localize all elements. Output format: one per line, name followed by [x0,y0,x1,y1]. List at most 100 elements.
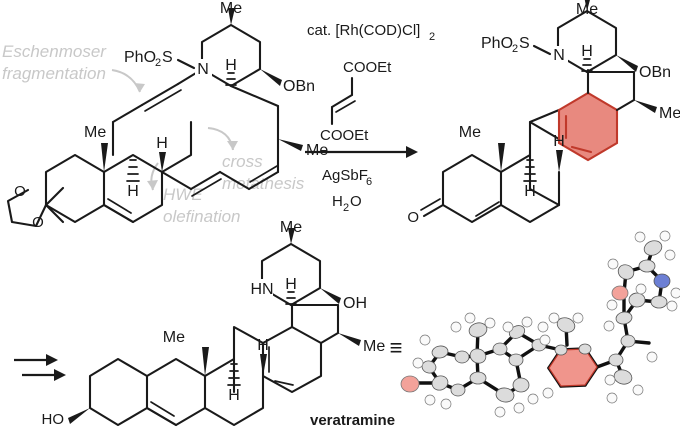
vera-pip-h-label: H [285,276,297,293]
sm-obn-label: OBn [283,78,315,95]
vera-arene [261,303,323,394]
sm-sulfonyl-sub: 2 [155,57,161,69]
product-h-wedge [556,150,563,172]
product-ring-CD [528,108,561,207]
vera-oh-label: OH [343,295,367,312]
sm-nitrogen-label: N [197,61,209,78]
n-label-bg [195,59,212,77]
vera-h-hash [227,363,241,386]
product-pip-h-hash [581,58,593,72]
reaction-arrow [305,146,418,158]
vera-sidechain-me-wedge [338,333,361,346]
solvent-sub: 2 [343,202,349,214]
fumarate-top-label: COOEt [343,59,392,76]
product-sulfonyl-group: PhO 2 S [481,35,552,56]
vera-piperidine [260,242,340,307]
product-methyl-label: Me [459,124,481,141]
multistep-arrow-head-1 [46,354,58,366]
vera-pip-methyl-label: Me [280,219,302,236]
xray-crystal-structure [400,230,680,418]
sm-obn-wedge [260,69,282,86]
vera-ring-B [145,357,207,427]
vera-sidechain-me: Me [363,338,385,355]
vera-methyl-label: Me [163,329,185,346]
vera-pip-h-hash [285,291,297,305]
annotation-hwe: HWE olefination [147,162,241,226]
sm-alkyne [111,71,198,157]
xray-hydrogen-atoms [412,230,680,418]
sm-sidechain: Me [276,104,328,159]
multistep-arrow [14,354,66,381]
annotation-hwe-line2: olefination [163,207,241,226]
vera-hn-label: HN [250,281,273,298]
veratramine-structure: HO Me H [42,219,386,428]
sm-pip-h-hash [225,72,237,86]
sm-h-label-2: H [156,135,168,152]
product-pip-methyl-wedge [584,0,590,11]
annotation-eschenmoser: Eschenmoser fragmentation [2,42,145,93]
product-n-bg [551,46,568,63]
sm-pip-h-label: H [225,57,237,74]
product-structure: O Me H H [407,0,680,226]
starting-material-structure: O O Me H H [6,0,328,231]
product-ketone-o: O [407,209,419,226]
sm-methyl-label: Me [84,124,106,141]
annotation-cross-metathesis: cross metathesis [207,127,305,193]
sm-piperidine-ring [200,23,280,108]
vera-h-label-1: H [228,387,240,404]
annotation-eschenmoser-line2: fragmentation [2,64,106,83]
sm-ring-B [102,153,164,224]
solvent-tail: O [350,193,362,210]
product-sidechain-me-wedge [634,100,657,113]
xray-nitrogen-atom [653,273,671,289]
product-name-label: veratramine [310,412,395,429]
product-obn-wedge [616,55,638,72]
sm-h-label-1: H [127,183,139,200]
sm-sulfonyl-label: PhO [124,49,156,66]
product-sulfonyl-sub: 2 [512,43,518,55]
eschenmoser-arrow-curve [111,69,141,93]
additive-label: AgSbF [322,167,368,184]
ketal-oxygen-1: O [14,183,26,200]
annotation-eschenmoser-line1: Eschenmoser [2,42,107,61]
product-h-label-2: H [553,133,565,150]
vera-hn-bg [243,279,273,297]
product-pip-methyl-label: Me [576,1,598,18]
catalyst-sub: 2 [429,31,435,43]
xray-oxygen-hydroxyl [400,375,420,393]
product-methyl-wedge [498,143,505,172]
hwe-arrow-head [147,180,158,190]
sm-ring-A [44,153,106,224]
vera-h-label-2: H [257,337,269,354]
product-n-label: N [553,47,565,64]
product-sulfonyl-tail: S [519,35,530,52]
product-sidechain: Me [615,70,680,122]
sm-sulfonyl-tail: S [162,49,173,66]
sm-sidechain-me: Me [306,142,328,159]
xray-carbon-atoms [421,240,668,403]
reaction-arrow-head [406,146,418,158]
product-h-label-1: H [524,183,536,200]
product-h-hash [523,159,537,182]
diethyl-fumarate: COOEt COOEt [320,59,392,144]
cm-arrow-curve [207,127,234,151]
product-piperidine [556,9,636,74]
product-highlighted-arene [557,91,619,162]
reaction-conditions: cat. [Rh(COD)Cl] 2 COOEt COOEt AgSbF 6 H… [305,22,435,214]
vera-oh-wedge [320,288,341,304]
annotation-cm-line2: metathesis [222,174,305,193]
vera-methyl-wedge [202,347,209,376]
annotation-cm-line1: cross [222,152,263,171]
sm-pip-methyl-wedge [228,8,235,25]
fumarate-bottom-label: COOEt [320,127,369,144]
vera-h-wedge [260,354,267,376]
vera-ring-A: HO [42,357,149,428]
ketal-oxygen-2: O [32,214,44,231]
multistep-arrow-head-2 [54,369,66,381]
sm-sulfonyl-group: PhO 2 S [124,49,196,70]
sm-diene [189,137,280,197]
sm-ring-C [160,120,193,191]
annotation-hwe-line1: HWE [163,185,203,204]
xray-oxygen-atoms [400,285,629,393]
